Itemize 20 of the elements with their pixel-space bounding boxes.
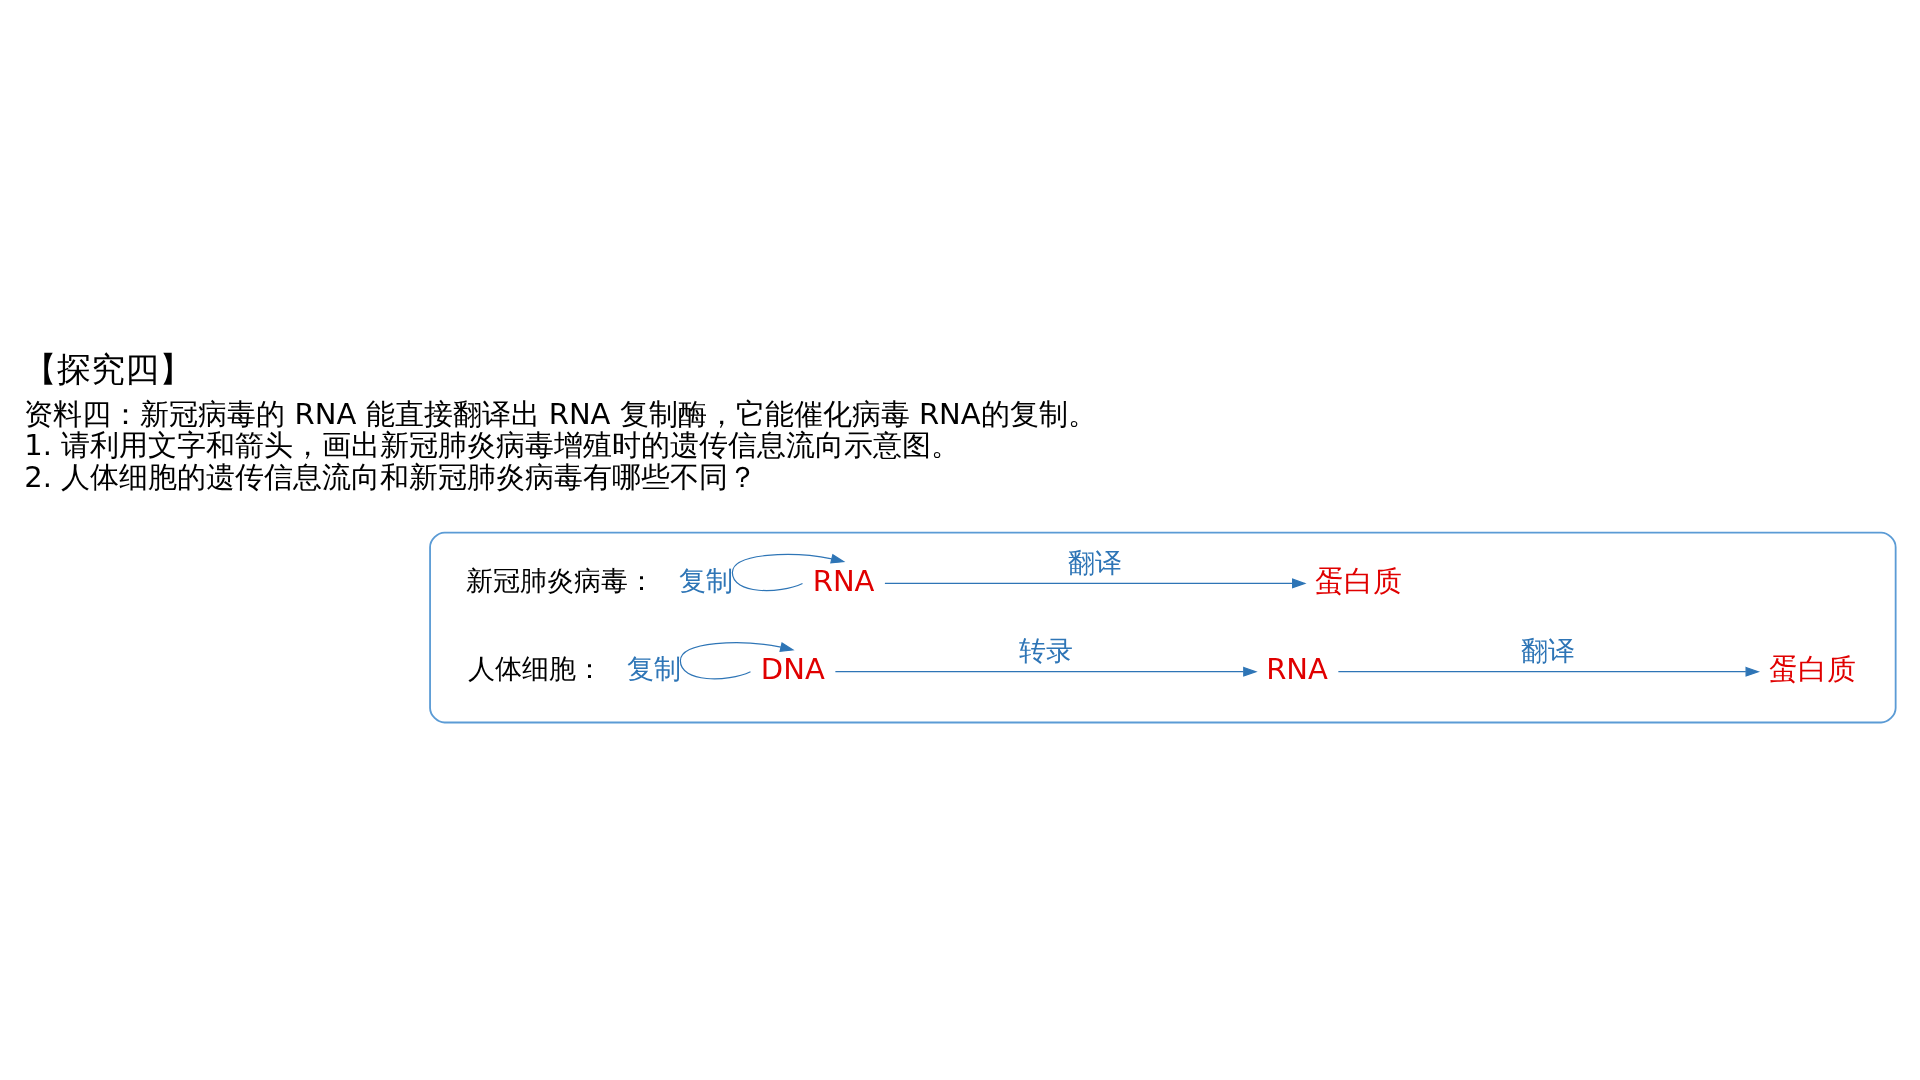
edge-label: 复制 (678, 564, 733, 596)
node-text: RNA (812, 563, 875, 598)
node-text: 蛋白质 (1315, 563, 1403, 598)
node-text: DNA (760, 651, 825, 686)
diagram-title: 【探究四】 (23, 349, 194, 389)
edge-label: 翻译 (1521, 634, 1576, 666)
cluster (429, 531, 1897, 723)
edge-label: 转录 (1018, 634, 1073, 666)
node-text: 蛋白质 (1768, 651, 1856, 686)
edge-label: 复制 (626, 652, 681, 684)
arrow (679, 641, 795, 679)
label: 2. 人体细胞的遗传信息流向和新冠肺炎病毒有哪些不同？ (24, 459, 758, 494)
arrow (731, 553, 846, 591)
arrow (834, 666, 1258, 677)
arrow (884, 577, 1307, 588)
node-text: RNA (1266, 651, 1328, 686)
label: 人体细胞： (467, 652, 603, 684)
arrow (1337, 666, 1761, 677)
edge-label: 翻译 (1067, 546, 1122, 578)
label: 新冠肺炎病毒： (466, 564, 656, 596)
